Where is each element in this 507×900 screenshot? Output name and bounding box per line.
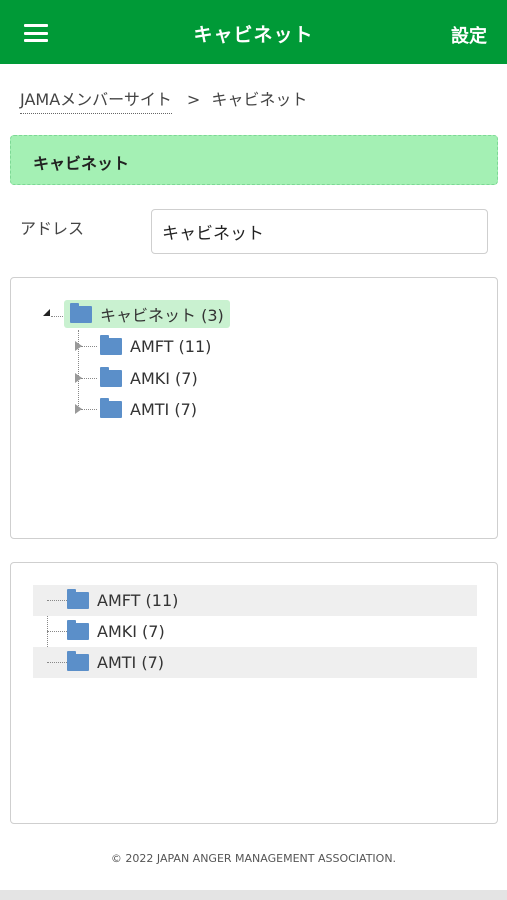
breadcrumb-home-link[interactable]: JAMAメンバーサイト [20, 90, 172, 114]
folder-icon [67, 620, 89, 640]
folder-icon [100, 397, 122, 418]
tree-connector [51, 316, 65, 317]
folder-icon [67, 589, 89, 609]
folder-icon [67, 651, 89, 671]
list-item-label: AMFT (11) [97, 591, 179, 610]
tree-connector [81, 346, 97, 347]
list-item-amki[interactable]: AMKI (7) [33, 616, 477, 647]
tree-node-label: キャビネット (3) [100, 306, 224, 325]
footer-copyright: © 2022 JAPAN ANGER MANAGEMENT ASSOCIATIO… [110, 852, 397, 865]
tree-node-label: AMFT (11) [130, 336, 212, 356]
address-label: アドレス [20, 219, 85, 238]
section-title-text: キャビネット [33, 154, 130, 173]
tree-connector [47, 600, 67, 601]
list-item-label: AMKI (7) [97, 622, 165, 641]
folder-icon [100, 334, 122, 355]
tree-connector [47, 585, 48, 663]
expand-arrow-icon[interactable] [75, 373, 82, 383]
tree-node-amft[interactable]: AMFT (11) [100, 332, 211, 360]
tree-node-amti[interactable]: AMTI (7) [100, 395, 197, 423]
settings-button[interactable]: 設定 [451, 26, 487, 47]
tree-node-amki[interactable]: AMKI (7) [100, 364, 198, 392]
page-title: キャビネット [193, 24, 314, 46]
app-header: キャビネット 設定 [0, 0, 507, 64]
folder-list-panel: AMFT (11) AMKI (7) AMTI (7) [10, 562, 498, 824]
bottom-bar [0, 890, 507, 900]
tree-node-label: AMTI (7) [130, 399, 197, 419]
tree-node-label: AMKI (7) [130, 368, 198, 388]
address-input[interactable] [151, 209, 488, 254]
list-item-label: AMTI (7) [97, 653, 164, 672]
tree-connector [81, 378, 97, 379]
menu-icon[interactable] [24, 24, 48, 42]
collapse-arrow-icon[interactable] [43, 309, 50, 316]
folder-tree-panel: キャビネット (3) AMFT (11) AMKI (7) AMTI (7) [10, 277, 498, 539]
list-item-amft[interactable]: AMFT (11) [33, 585, 477, 616]
tree-connector [47, 662, 67, 663]
expand-arrow-icon[interactable] [75, 341, 82, 351]
breadcrumb: JAMAメンバーサイト > キャビネット [20, 86, 308, 114]
list-item-amti[interactable]: AMTI (7) [33, 647, 477, 678]
breadcrumb-separator: > [186, 90, 201, 109]
tree-node-root[interactable]: キャビネット (3) [64, 300, 230, 328]
folder-icon [70, 302, 92, 323]
breadcrumb-current: キャビネット [211, 90, 308, 109]
section-header: キャビネット [10, 135, 498, 185]
tree-connector [78, 330, 79, 410]
folder-icon [100, 366, 122, 387]
tree-connector [81, 409, 97, 410]
expand-arrow-icon[interactable] [75, 404, 82, 414]
tree-connector [47, 631, 67, 632]
